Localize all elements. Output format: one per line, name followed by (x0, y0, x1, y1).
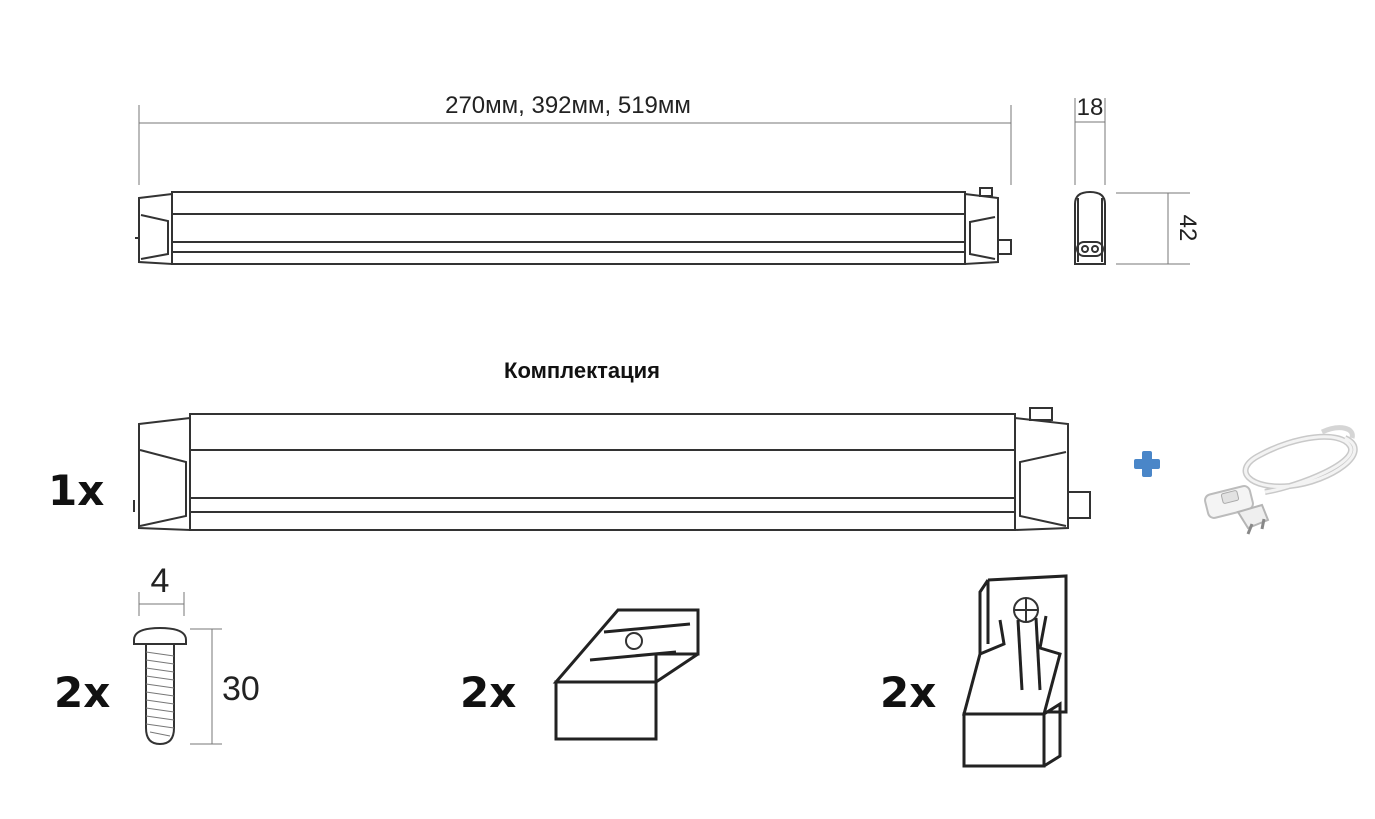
kit-mounting-clip (552, 608, 700, 741)
kit-title: Комплектация (504, 358, 660, 383)
clip-quantity: 2x (460, 668, 516, 717)
lamp-quantity: 1x (48, 466, 104, 515)
length-label: 270мм, 392мм, 519мм (445, 92, 691, 119)
height-label: 42 (1174, 215, 1201, 242)
kit-lamp (133, 407, 1091, 532)
plus-icon (1134, 451, 1160, 477)
bracket-quantity: 2x (880, 668, 936, 717)
power-cable-icon (1204, 425, 1358, 535)
kit-bracket (962, 574, 1068, 768)
kit-screw: 4 30 (133, 562, 260, 746)
width-label: 18 (1077, 94, 1104, 121)
screw-length-label: 30 (222, 670, 260, 708)
screw-diameter-label: 4 (151, 562, 170, 600)
length-dimension: 270мм, 392мм, 519мм (138, 92, 1012, 185)
screw-quantity: 2x (54, 668, 110, 717)
lamp-side-view (135, 187, 1012, 266)
lamp-end-view: 18 42 (1074, 94, 1201, 265)
